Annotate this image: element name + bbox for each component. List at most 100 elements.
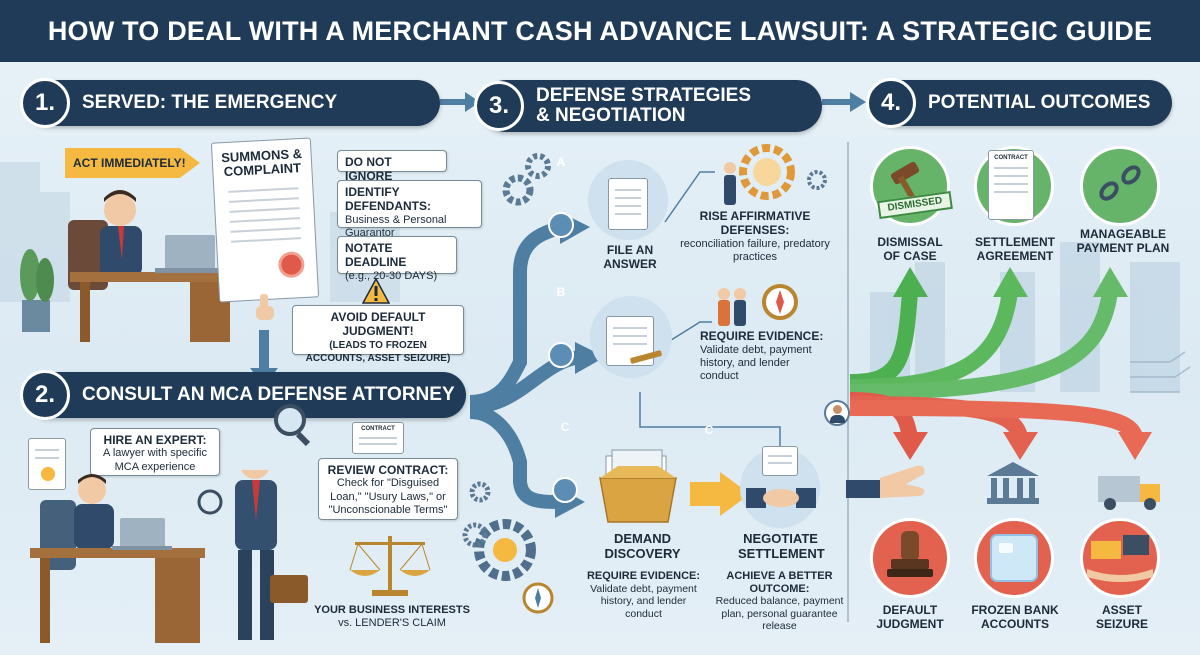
outcome-good-2-line1: SETTLEMENT xyxy=(975,235,1055,249)
outcome-good-2-line2: AGREEMENT xyxy=(976,248,1054,263)
notate-deadline-title: NOTATE DEADLINE xyxy=(345,241,407,270)
review-contract-title: REVIEW CONTRACT: xyxy=(327,463,449,477)
section-1-number: 1. xyxy=(20,78,70,128)
demand-discovery-line1: DEMAND xyxy=(613,531,672,546)
section-3-title-line2: & NEGOTIATION xyxy=(536,105,686,126)
outcome-good-3-label: MANAGEABLE PAYMENT PLAN xyxy=(1068,227,1178,256)
identify-defendants-box: IDENTIFY DEFENDANTS: Business & Personal… xyxy=(337,180,482,239)
outcome-contract-label: CONTRACT xyxy=(994,155,1028,161)
section-4-title: POTENTIAL OUTCOMES xyxy=(928,92,1151,114)
outcome-bad-3-label: ASSET SEIZURE xyxy=(1076,603,1168,632)
gear-icon xyxy=(502,153,551,206)
file-answer-line1: FILE AN xyxy=(606,243,654,257)
stressed-businessman-illustration xyxy=(20,190,235,342)
outcome-good-3-line2: PAYMENT PLAN xyxy=(1076,240,1170,255)
section-2-header: 2. CONSULT AN MCA DEFENSE ATTORNEY xyxy=(20,370,466,420)
demand-discovery-label: DEMAND DISCOVERY xyxy=(600,531,685,562)
hire-expert-box: HIRE AN EXPERT: A lawyer with specific M… xyxy=(90,428,220,476)
rise-defenses-title: RISE AFFIRMATIVE DEFENSES: xyxy=(699,209,811,237)
truck-icon xyxy=(1098,476,1160,510)
strategy-gear-person-icon xyxy=(724,144,827,205)
hire-expert-title: HIRE AN EXPERT: xyxy=(103,433,207,447)
outcome-bad-1-line2: JUDGMENT xyxy=(876,616,944,631)
negotiate-line1: NEGOTIATE xyxy=(743,531,818,546)
rise-defenses-body: reconciliation failure, predatory practi… xyxy=(680,237,830,263)
path-c2-marker: C xyxy=(704,423,714,437)
section-3-title: DEFENSE STRATEGIES & NEGOTIATION xyxy=(536,86,751,126)
negotiate-settlement-label: NEGOTIATE SETTLEMENT xyxy=(738,531,825,562)
gears-compass-decor xyxy=(462,481,554,614)
asset-seizure-icon xyxy=(1080,518,1160,598)
broken-chain-icon xyxy=(1099,165,1141,201)
section-4-number: 4. xyxy=(866,78,916,128)
title-bar: HOW TO DEAL WITH A MERCHANT CASH ADVANCE… xyxy=(0,0,1200,62)
act-immediately-arrow: ACT IMMEDIATELY! xyxy=(65,148,200,178)
pointing-hand-icon xyxy=(256,294,274,320)
outcome-bad-2-label: FROZEN BANK ACCOUNTS xyxy=(962,603,1068,632)
magnifying-glass-icon xyxy=(274,404,311,446)
interests-caption: YOUR BUSINESS INTERESTS vs. LENDER'S CLA… xyxy=(312,604,472,629)
avatar-icon xyxy=(824,400,850,426)
plant-pot-icon xyxy=(22,300,50,332)
avoid-default-title: AVOID DEFAULT JUDGMENT! xyxy=(330,310,426,339)
hire-expert-body: A lawyer with specific MCA experience xyxy=(103,447,207,473)
act-immediately-label: ACT IMMEDIATELY! xyxy=(73,156,186,170)
scales-of-justice-icon xyxy=(349,536,431,596)
interests-line1: YOUR BUSINESS INTERESTS xyxy=(314,604,470,616)
outcome-bad-1-label: DEFAULT JUDGMENT xyxy=(864,603,956,632)
team-compass-icon xyxy=(718,284,798,326)
page-title: HOW TO DEAL WITH A MERCHANT CASH ADVANCE… xyxy=(47,15,1153,46)
outcome-good-1-line2: OF CASE xyxy=(883,248,937,263)
arrow-demand-to-negotiate xyxy=(690,472,750,516)
do-not-ignore-label: DO NOT IGNORE xyxy=(345,155,393,184)
outcome-bad-2-line2: ACCOUNTS xyxy=(981,616,1049,631)
contract-doc-label: CONTRACT xyxy=(361,426,395,432)
achieve-outcome-body: Reduced balance, payment plan, personal … xyxy=(715,595,844,633)
achieve-outcome-title: ACHIEVE A BETTER OUTCOME: xyxy=(726,570,833,595)
answer-document-icon xyxy=(608,178,648,230)
branch-arrow-c xyxy=(469,405,561,509)
review-contract-body: Check for "Disguised Loan," "Usury Laws,… xyxy=(328,477,448,516)
outcome-good-2-label: SETTLEMENT AGREEMENT xyxy=(966,235,1064,264)
notate-deadline-box: NOTATE DEADLINE (e.g., 20-30 DAYS) xyxy=(337,236,457,282)
section-2-title: CONSULT AN MCA DEFENSE ATTORNEY xyxy=(82,384,455,406)
payment-plan-icon xyxy=(1080,146,1160,226)
outcome-good-3-line1: MANAGEABLE xyxy=(1080,227,1166,241)
magnifier-icon xyxy=(197,489,223,515)
ice-cube-icon xyxy=(990,534,1038,582)
summons-document: SUMMONS & COMPLAINT xyxy=(210,137,320,303)
settlement-document-icon xyxy=(762,446,798,476)
avoid-default-body: (LEADS TO FROZEN ACCOUNTS, ASSET SEIZURE… xyxy=(305,339,451,364)
negotiate-line2: SETTLEMENT xyxy=(738,545,825,561)
path-b-marker: B xyxy=(556,285,566,299)
frozen-accounts-icon xyxy=(974,518,1054,598)
section-4-header: 4. POTENTIAL OUTCOMES xyxy=(866,78,1172,128)
outcome-good-1-label: DISMISSAL OF CASE xyxy=(864,235,956,264)
stamp-icon xyxy=(887,531,933,577)
require-evidence-title: REQUIRE EVIDENCE: xyxy=(700,329,824,343)
section-3-header: 3. DEFENSE STRATEGIES & NEGOTIATION xyxy=(474,80,822,132)
require-evidence-block: REQUIRE EVIDENCE: Validate debt, payment… xyxy=(700,329,825,383)
require-evidence-body: Validate debt, payment history, and lend… xyxy=(700,343,812,383)
notate-deadline-body: (e.g., 20-30 DAYS) xyxy=(345,269,438,282)
path-c-marker: C xyxy=(560,420,570,434)
demand-evidence-title: REQUIRE EVIDENCE: xyxy=(586,570,701,582)
review-contract-box: REVIEW CONTRACT: Check for "Disguised Lo… xyxy=(318,458,458,520)
rise-defenses-block: RISE AFFIRMATIVE DEFENSES: reconciliatio… xyxy=(680,209,830,264)
path-a-marker: A xyxy=(556,155,566,169)
do-not-ignore-box: DO NOT IGNORE xyxy=(337,150,447,183)
default-judgment-icon xyxy=(870,518,950,598)
section-2-number: 2. xyxy=(20,370,70,420)
outcome-good-1-line1: DISMISSAL xyxy=(877,235,943,249)
file-answer-line2: ANSWER xyxy=(603,256,657,271)
summons-title-line2: COMPLAINT xyxy=(223,160,302,180)
section-1-header: 1. SERVED: THE EMERGENCY xyxy=(20,78,440,128)
avoid-default-judgment-box: AVOID DEFAULT JUDGMENT! (LEADS TO FROZEN… xyxy=(292,305,464,364)
settlement-contract-icon: CONTRACT xyxy=(988,150,1034,220)
person-head xyxy=(104,194,136,226)
file-answer-label: FILE AN ANSWER xyxy=(590,243,670,272)
section-1-title: SERVED: THE EMERGENCY xyxy=(82,92,338,114)
certificate-icon xyxy=(28,438,66,490)
rejecting-hand-icon xyxy=(846,465,925,498)
contract-document: CONTRACT xyxy=(352,422,404,454)
